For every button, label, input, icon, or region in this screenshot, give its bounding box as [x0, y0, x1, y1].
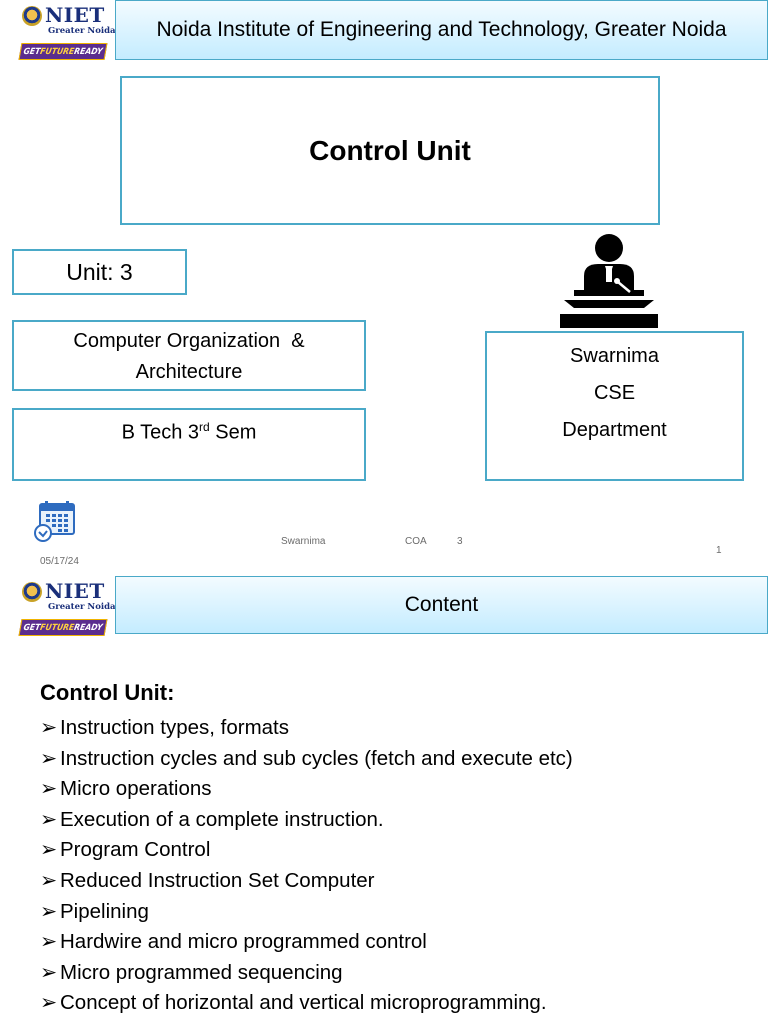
bullet-arrow-icon: ➢: [40, 716, 58, 739]
list-item-text: Reduced Instruction Set Computer: [60, 868, 375, 892]
content-list: ➢Instruction types, formats➢Instruction …: [40, 713, 760, 1019]
content-header-title: Content: [404, 593, 479, 616]
course-box: Computer Organization & Architecture: [12, 320, 366, 391]
niet-logo: NIET Greater Noida GET FUTURE READY: [18, 579, 116, 637]
bullet-arrow-icon: ➢: [40, 930, 58, 954]
institute-name: Noida Institute of Engineering and Techn…: [156, 18, 727, 41]
logo-text: NIET: [45, 579, 105, 603]
unit-label: Unit: 3: [66, 258, 133, 285]
footer-unit: 3: [457, 536, 463, 547]
list-item-text: Execution of a complete instruction.: [60, 807, 384, 831]
bullet-arrow-icon: ➢: [40, 960, 58, 984]
bullet-arrow-icon: ➢: [40, 807, 58, 831]
list-item: ➢Program Control: [40, 835, 760, 866]
footer-author: Swarnima: [281, 536, 326, 547]
program-sup: rd: [199, 420, 210, 434]
bullet-arrow-icon: ➢: [40, 899, 58, 923]
calendar-icon: [34, 501, 75, 542]
footer-page-number: 1: [716, 545, 722, 556]
list-item: ➢Concept of horizontal and vertical micr…: [40, 988, 760, 1019]
logo-subtext: Greater Noida: [48, 26, 116, 36]
logo-subtext: Greater Noida: [48, 602, 116, 612]
college-seal-icon: [22, 582, 42, 602]
title-box: Control Unit: [120, 76, 660, 225]
niet-logo: NIET Greater Noida GET FUTURE READY: [18, 3, 116, 61]
course-name-line2: Architecture: [135, 361, 243, 383]
logo-tagline: GET FUTURE READY: [18, 619, 108, 636]
list-item: ➢Hardwire and micro programmed control: [40, 927, 760, 958]
list-item-text: Instruction cycles and sub cycles (fetch…: [60, 746, 573, 770]
list-item-text: Instruction types, formats: [60, 716, 290, 739]
list-item-text: Micro operations: [60, 777, 212, 801]
content-heading: Control Unit:: [40, 680, 175, 705]
program-box: B Tech 3rd Sem: [12, 408, 366, 481]
list-item: ➢Instruction types, formats: [40, 713, 760, 744]
faculty-box: Swarnima CSE Department: [485, 331, 744, 481]
faculty-dept-line2: Department: [562, 419, 667, 441]
footer-date: 05/17/24: [40, 556, 79, 567]
logo-tagline: GET FUTURE READY: [18, 43, 108, 60]
faculty-name: Swarnima: [570, 345, 659, 367]
faculty-dept-line1: CSE: [593, 382, 636, 404]
content-header: Content: [115, 576, 768, 634]
list-item-text: Pipelining: [60, 899, 149, 923]
program-suffix: Sem: [209, 421, 257, 444]
footer-course: COA: [405, 536, 427, 547]
bullet-arrow-icon: ➢: [40, 777, 58, 801]
list-item: ➢Execution of a complete instruction.: [40, 805, 760, 836]
list-item: ➢Micro operations: [40, 774, 760, 805]
course-name-line1: Computer Organization &: [73, 330, 305, 352]
content-slide: NIET Greater Noida GET FUTURE READY Cont…: [0, 576, 768, 1024]
list-item-text: Concept of horizontal and vertical micro…: [60, 991, 547, 1015]
unit-box: Unit: 3: [12, 249, 187, 295]
list-item: ➢Micro programmed sequencing: [40, 958, 760, 989]
bullet-arrow-icon: ➢: [40, 746, 58, 770]
bullet-arrow-icon: ➢: [40, 838, 58, 862]
college-seal-icon: [22, 6, 42, 26]
list-item: ➢Reduced Instruction Set Computer: [40, 866, 760, 897]
bullet-arrow-icon: ➢: [40, 868, 58, 892]
speaker-at-podium-icon: [560, 234, 658, 328]
list-item-text: Program Control: [60, 838, 211, 862]
institute-header: Noida Institute of Engineering and Techn…: [115, 0, 768, 60]
list-item-text: Micro programmed sequencing: [60, 960, 343, 984]
logo-text: NIET: [45, 3, 105, 27]
list-item: ➢Pipelining: [40, 897, 760, 928]
program-prefix: B Tech 3: [121, 421, 200, 444]
title-slide: NIET Greater Noida GET FUTURE READY Noid…: [12, 0, 768, 567]
list-item: ➢Instruction cycles and sub cycles (fetc…: [40, 744, 760, 775]
bullet-arrow-icon: ➢: [40, 991, 58, 1015]
list-item-text: Hardwire and micro programmed control: [60, 930, 427, 954]
slide-title: Control Unit: [309, 134, 471, 166]
